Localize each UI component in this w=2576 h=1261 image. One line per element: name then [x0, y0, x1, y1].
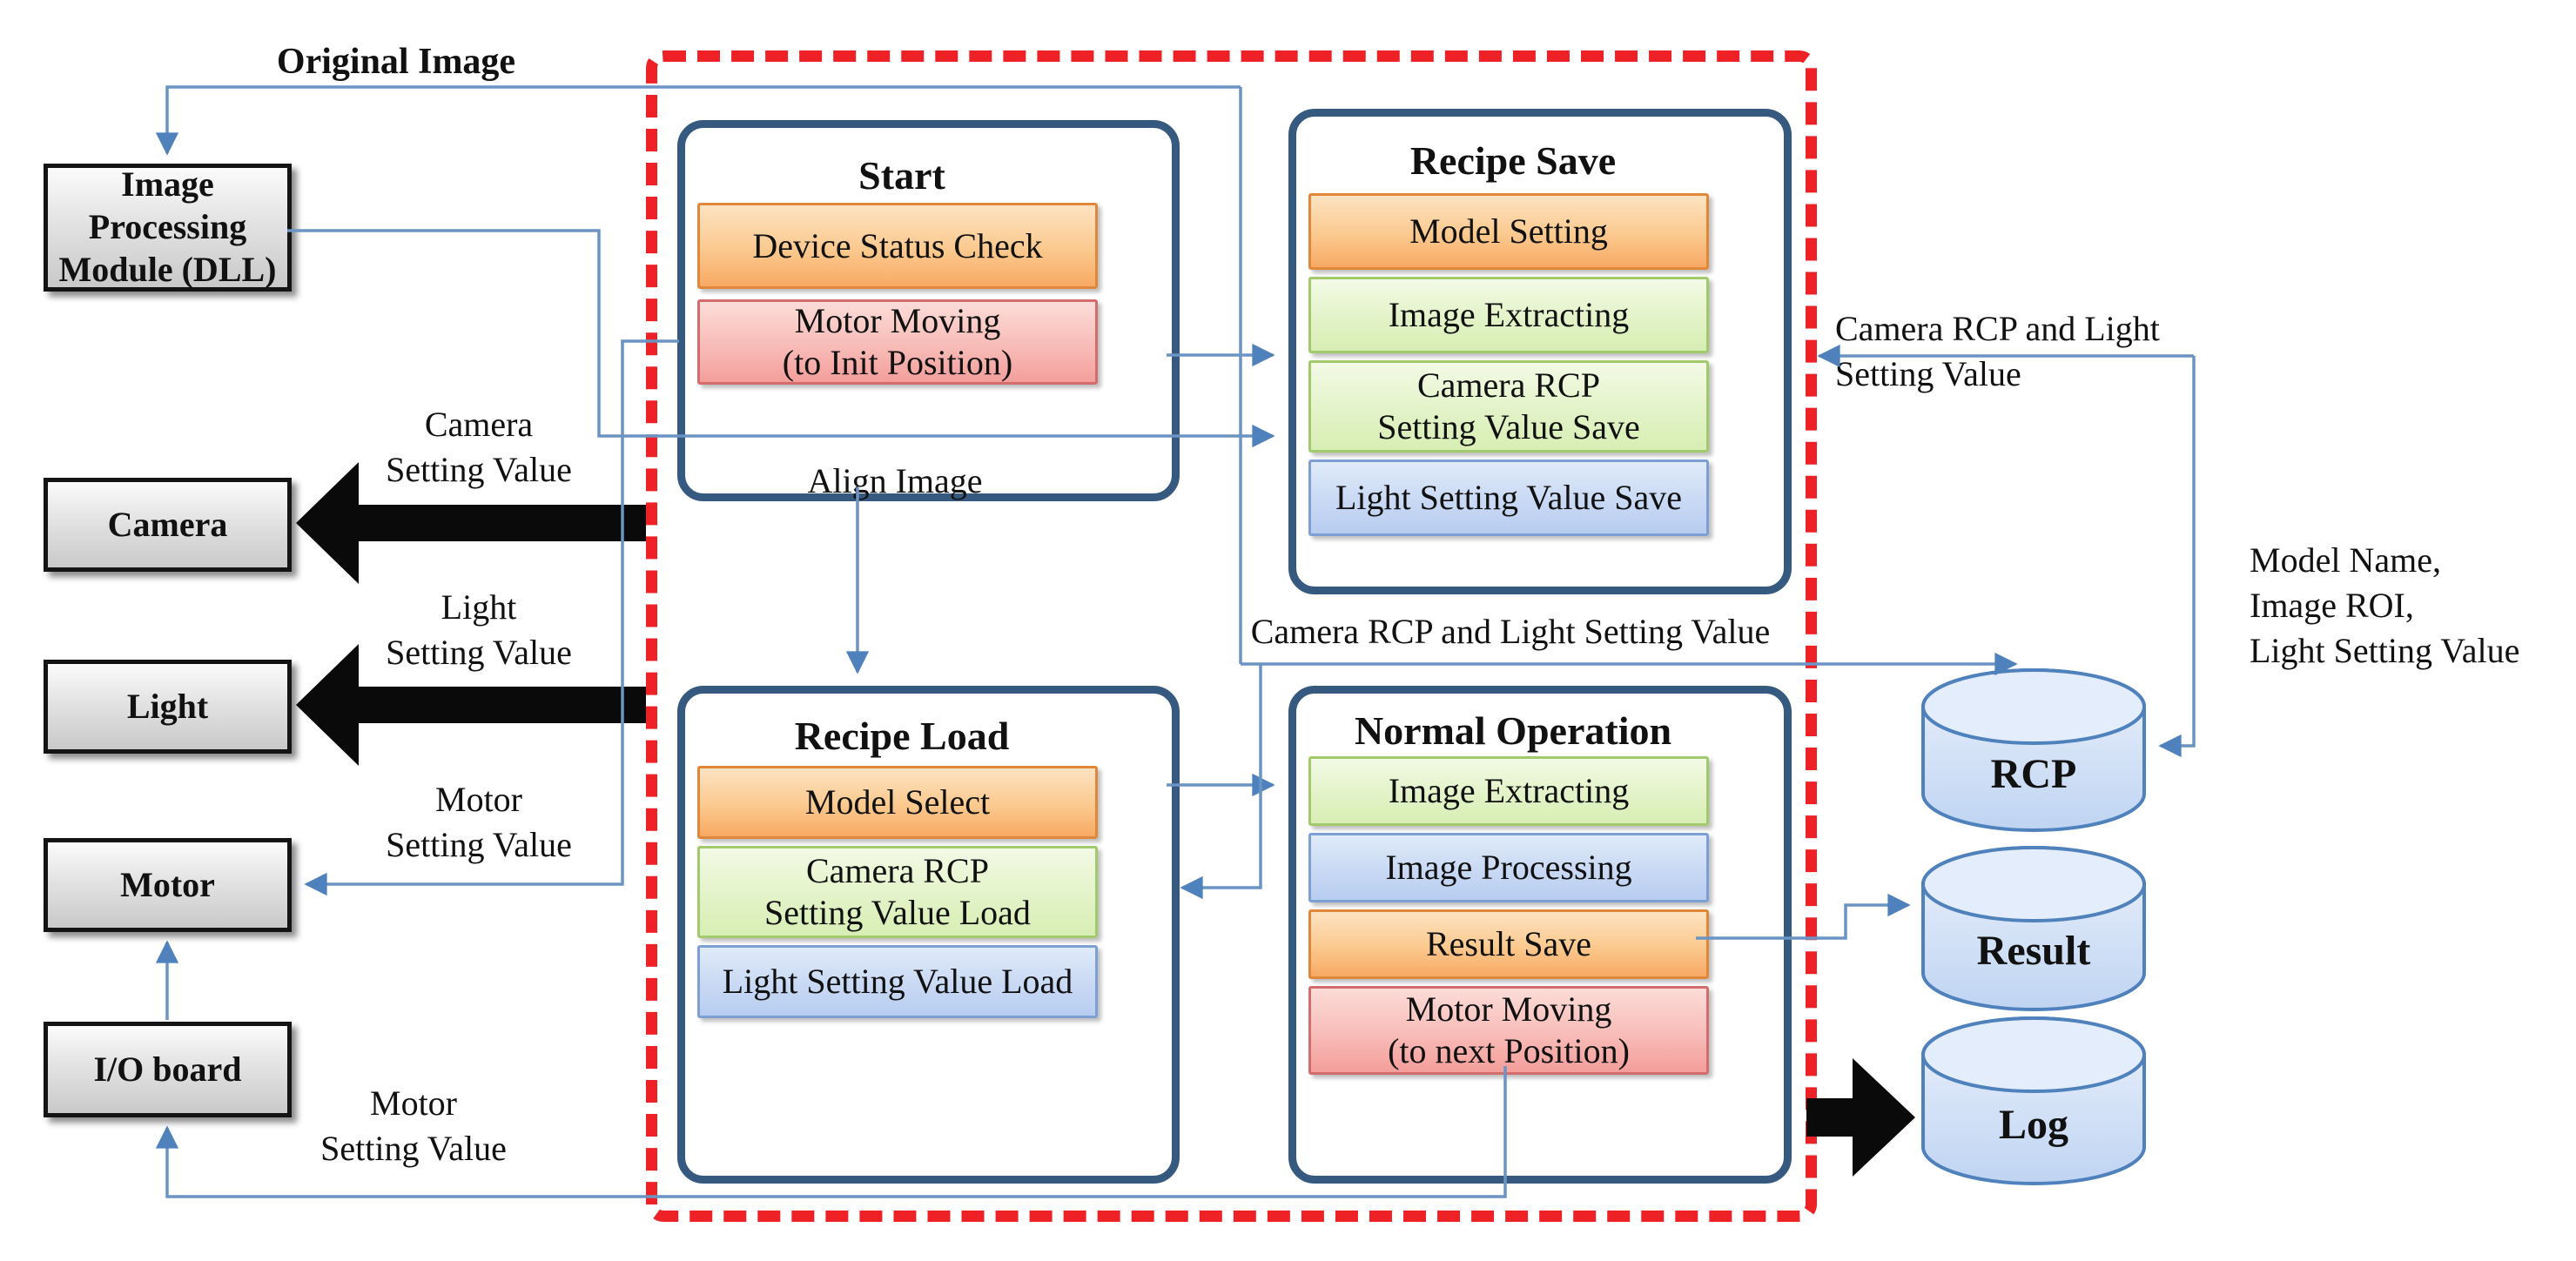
panel-start: Start Device Status Check Motor Moving (… [677, 120, 1180, 501]
camera-rcp-light-middle-label: Camera RCP and Light Setting Value [1250, 612, 1771, 651]
label-line: Setting Value [386, 633, 572, 672]
step-label: Result Save [1426, 924, 1591, 963]
step-image-extracting-save: Image Extracting [1308, 277, 1709, 353]
motor-setting-value-label-upper: Motor Setting Value [326, 777, 631, 868]
step-label: Device Status Check [752, 225, 1043, 265]
step-model-select: Model Select [697, 766, 1098, 839]
log-block-arrow [1806, 1058, 1915, 1177]
module-light: Light [44, 660, 292, 754]
panel-title: Recipe Save [1409, 138, 1617, 183]
module-label: Motor [120, 864, 215, 904]
label-line: Setting Value [1835, 354, 2021, 393]
step-label: Image Processing [1385, 848, 1632, 887]
label-line: Motor [435, 780, 522, 819]
step-label: (to next Position) [1388, 1031, 1630, 1070]
label-line: Camera RCP and Light [1835, 309, 2160, 348]
step-camera-rcp-load: Camera RCP Setting Value Load [697, 846, 1098, 938]
step-label: Image Extracting [1388, 295, 1630, 334]
module-label: Camera [107, 504, 228, 544]
module-label: Light [126, 686, 209, 726]
datastore-label-result: Result [1977, 928, 2091, 974]
label-line: Setting Value [386, 825, 572, 864]
step-image-extracting-normal: Image Extracting [1308, 756, 1709, 826]
step-camera-rcp-save: Camera RCP Setting Value Save [1308, 360, 1709, 453]
step-label: Camera RCP [806, 851, 989, 890]
label-line: Motor [370, 1083, 457, 1123]
step-label: Model Setting [1409, 211, 1608, 251]
step-label: Motor Moving [1405, 989, 1612, 1029]
step-motor-moving-init: Motor Moving (to Init Position) [697, 299, 1098, 385]
label-line: Setting Value [320, 1129, 507, 1168]
panel-normal-operation: Normal Operation Image Extracting Image … [1288, 686, 1792, 1184]
panel-title: Normal Operation [1354, 708, 1672, 753]
step-label: Camera RCP [1417, 366, 1600, 405]
module-motor: Motor [44, 838, 292, 932]
module-label: Module (DLL) [58, 249, 277, 289]
module-io-board: I/O board [44, 1022, 292, 1117]
step-light-setting-save: Light Setting Value Save [1308, 459, 1709, 536]
step-result-save: Result Save [1308, 909, 1709, 979]
camera-rcp-light-right-label: Camera RCP and Light Setting Value [1835, 306, 2236, 397]
label-line: Camera [424, 405, 534, 444]
model-name-roi-label: Model Name, Image ROI, Light Setting Val… [2250, 538, 2572, 674]
datastore-log-cylinder: Log [1921, 1016, 2146, 1185]
module-label: I/O board [93, 1049, 242, 1089]
label-line: Image ROI, [2250, 586, 2414, 625]
module-image-processing-dll: Image Processing Module (DLL) [44, 164, 292, 292]
label-line: Model Name, [2250, 540, 2441, 580]
datastore-label-rcp: RCP [1991, 751, 2077, 797]
panel-title: Recipe Load [794, 714, 1010, 758]
label-line: Light [441, 587, 517, 627]
label-line: Setting Value [386, 450, 572, 489]
original-image-label: Original Image [276, 42, 516, 82]
step-label: Image Extracting [1388, 771, 1630, 810]
align-image-note: Align Image [807, 461, 983, 500]
panel-recipe-load: Recipe Load Model Select Camera RCP Sett… [677, 686, 1180, 1184]
step-device-status-check: Device Status Check [697, 203, 1098, 289]
step-label: Model Select [804, 782, 991, 822]
step-label: (to Init Position) [782, 343, 1013, 382]
step-label: Setting Value Load [764, 893, 1031, 932]
light-setting-value-label: Light Setting Value [326, 585, 631, 675]
connector-system-to-rcp-side [2158, 356, 2196, 758]
module-label: Image Processing [88, 164, 247, 247]
module-camera: Camera [44, 478, 292, 572]
camera-setting-value-label: Camera Setting Value [326, 402, 631, 493]
step-image-processing: Image Processing [1308, 833, 1709, 902]
datastore-label-log: Log [1999, 1102, 2068, 1148]
panel-recipe-save: Recipe Save Model Setting Image Extracti… [1288, 109, 1792, 594]
step-motor-moving-next: Motor Moving (to next Position) [1308, 986, 1709, 1075]
step-label: Light Setting Value Load [722, 962, 1073, 1001]
step-label: Light Setting Value Save [1335, 478, 1683, 517]
step-label: Setting Value Save [1377, 407, 1640, 446]
label-line: Light Setting Value [2250, 631, 2520, 670]
step-light-setting-load: Light Setting Value Load [697, 945, 1098, 1018]
datastore-result-cylinder: Result [1921, 846, 2146, 1011]
panel-title: Start [858, 153, 945, 198]
motor-setting-value-label-lower: Motor Setting Value [261, 1081, 566, 1171]
step-label: Motor Moving [794, 301, 1001, 340]
datastore-rcp-cylinder: RCP [1921, 668, 2146, 832]
step-model-setting: Model Setting [1308, 193, 1709, 270]
